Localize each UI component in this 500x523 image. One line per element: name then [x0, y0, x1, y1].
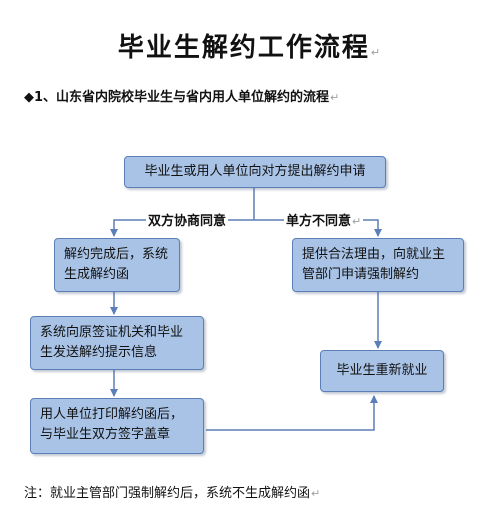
node-send-text: 系统向原签证机关和毕业生发送解约提示信息	[40, 325, 184, 360]
section-subtitle-text: ◆1、山东省内院校毕业生与省内用人单位解约的流程	[24, 90, 330, 105]
node-apply-text: 毕业生或用人单位向对方提出解约申请	[144, 164, 366, 179]
node-send: 系统向原签证机关和毕业生发送解约提示信息	[30, 316, 204, 370]
footnote-text: 注：就业主管部门强制解约后，系统不生成解约函	[24, 486, 311, 501]
node-reemploy-text: 毕业生重新就业	[336, 363, 428, 378]
edge-label-disagree: 单方不同意↵	[284, 210, 364, 229]
connector-print-reemploy	[206, 395, 378, 431]
node-done: 解约完成后，系统生成解约函	[54, 238, 180, 292]
paragraph-mark: ↵	[311, 487, 321, 500]
section-subtitle: ◆1、山东省内院校毕业生与省内用人单位解约的流程↵	[24, 86, 339, 105]
node-reemploy: 毕业生重新就业	[320, 350, 444, 392]
node-print-text: 用人单位打印解约函后，与毕业生双方签字盖章	[40, 407, 184, 442]
node-apply: 毕业生或用人单位向对方提出解约申请	[124, 156, 386, 188]
edge-label-agree: 双方协商同意	[146, 210, 229, 229]
paragraph-mark: ↵	[370, 46, 383, 59]
edge-label-agree-text: 双方协商同意	[148, 214, 227, 229]
page-title-text: 毕业生解约工作流程	[117, 33, 370, 63]
node-print: 用人单位打印解约函后，与毕业生双方签字盖章	[30, 398, 204, 454]
paragraph-mark: ↵	[352, 215, 362, 228]
node-reason-text: 提供合法理由，向就业主管部门申请强制解约	[302, 247, 446, 282]
footnote: 注：就业主管部门强制解约后，系统不生成解约函↵	[24, 482, 320, 501]
edge-label-disagree-text: 单方不同意	[286, 214, 352, 229]
node-reason: 提供合法理由，向就业主管部门申请强制解约	[292, 238, 464, 292]
paragraph-mark: ↵	[330, 91, 340, 104]
node-done-text: 解约完成后，系统生成解约函	[64, 247, 169, 282]
page-title: 毕业生解约工作流程↵	[0, 27, 500, 64]
